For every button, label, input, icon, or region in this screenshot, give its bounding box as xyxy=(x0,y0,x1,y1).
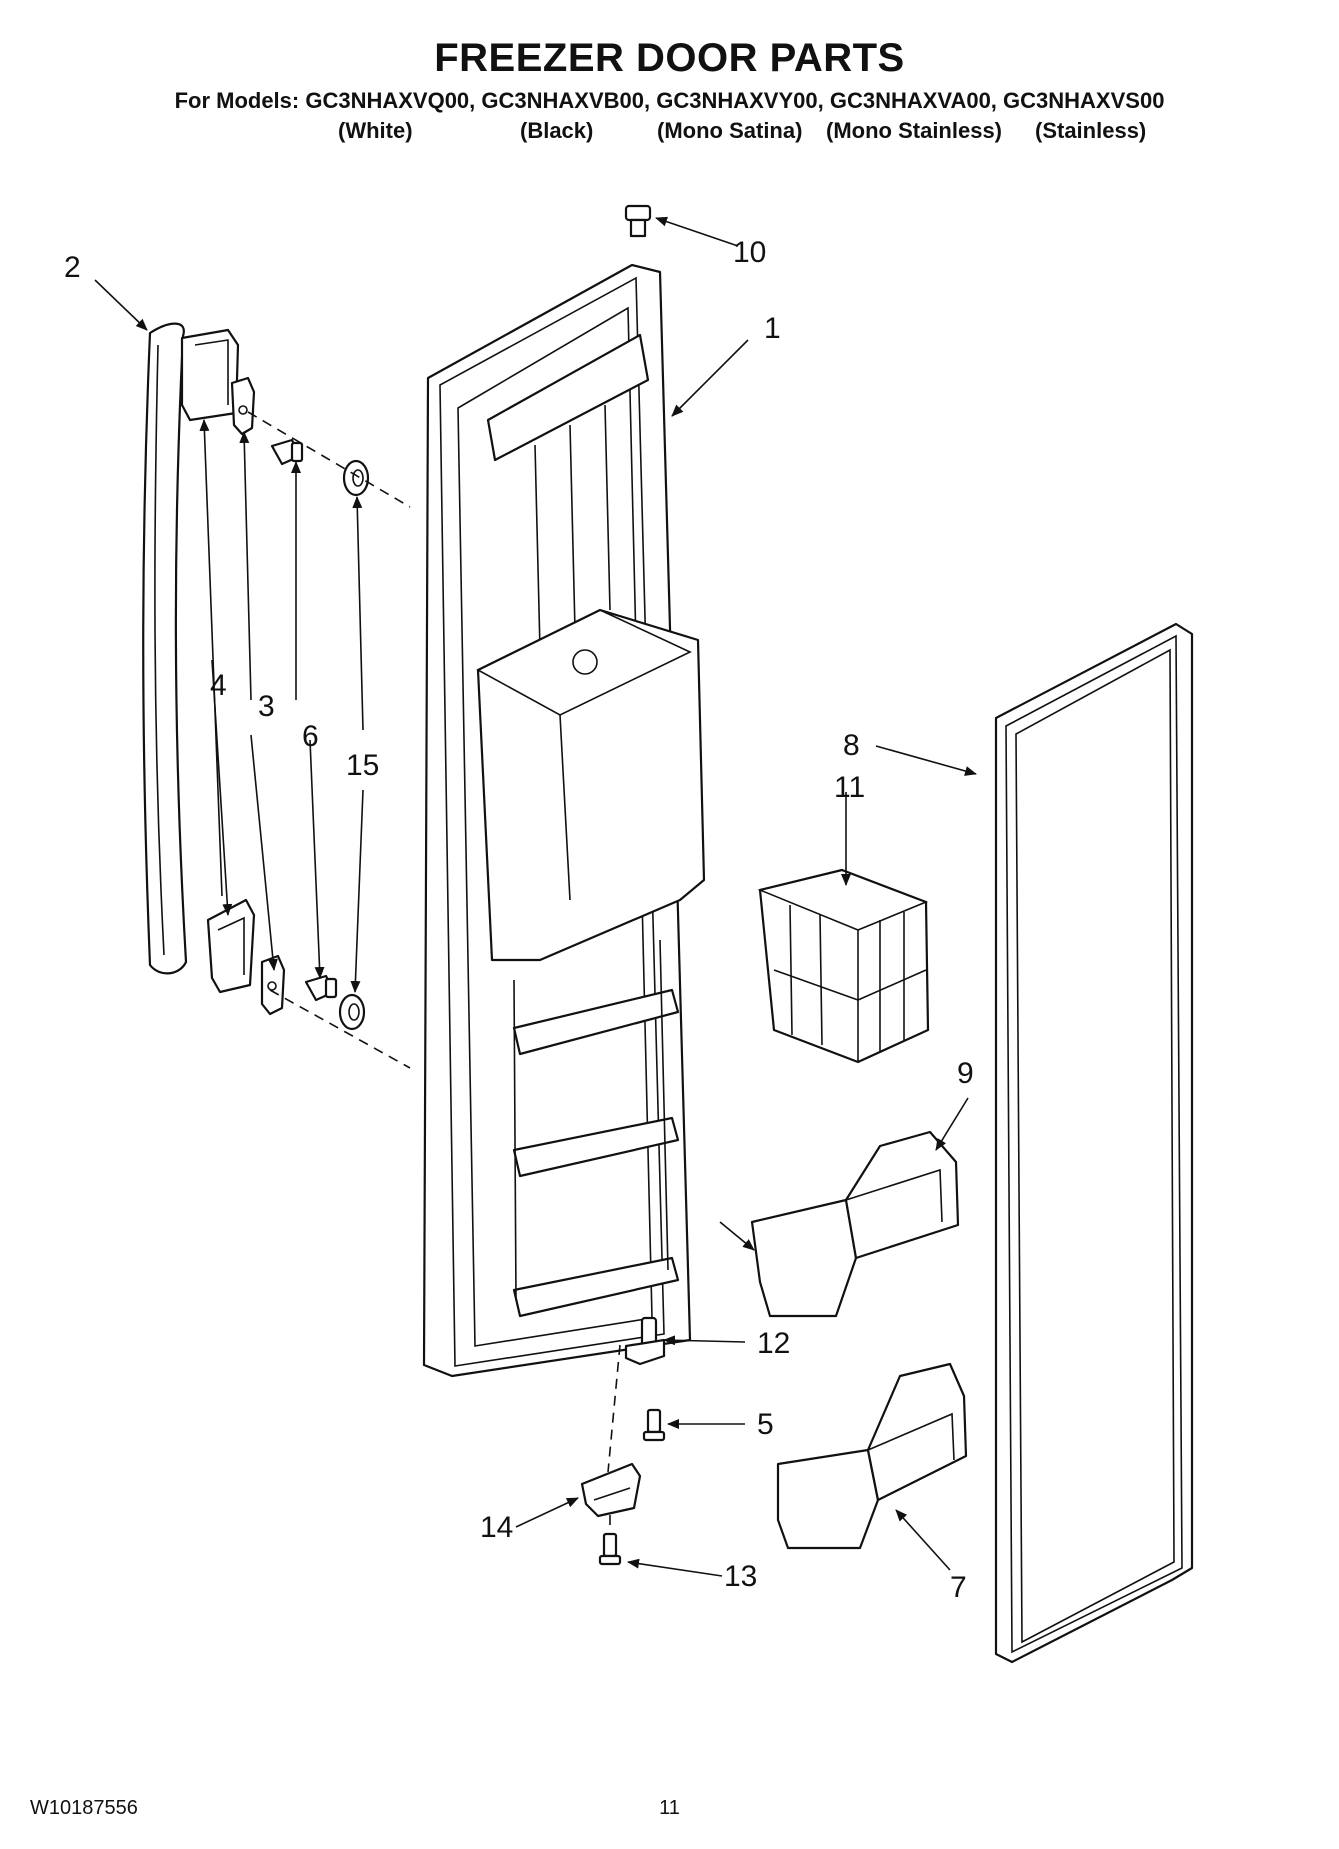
variant-mono-stainless: (Mono Stainless) xyxy=(826,118,1003,143)
callout-15: 15 xyxy=(346,749,379,782)
page-title: FREEZER DOOR PARTS xyxy=(434,36,905,80)
bottom-hinge-pin-part xyxy=(624,1316,666,1366)
door-shelf-bin-lower-part xyxy=(776,1362,968,1550)
variant-black: (Black) xyxy=(520,118,594,143)
leader-arrows xyxy=(94,216,977,1577)
hinge-bracket-part xyxy=(580,1462,642,1518)
handle-standoff-bottom-part xyxy=(338,993,366,1031)
page-number: 11 xyxy=(659,1797,680,1819)
model-list: For Models: GC3NHAXVQ00, GC3NHAXVB00, GC… xyxy=(174,88,1165,113)
handle-end-cap-bottom-part xyxy=(206,898,256,994)
callout-2: 2 xyxy=(64,251,81,284)
callout-13: 13 xyxy=(724,1560,757,1593)
handle-screw-top-part xyxy=(270,438,304,466)
handle-end-cap-top-part xyxy=(180,328,240,422)
handle-clip-bottom-part xyxy=(260,954,286,1016)
callout-9: 9 xyxy=(957,1057,974,1090)
callout-10: 10 xyxy=(733,236,766,269)
document-number: W10187556 xyxy=(30,1797,138,1819)
callout-12: 12 xyxy=(757,1327,790,1360)
wire-ice-basket-part xyxy=(757,868,930,1064)
variant-stainless: (Stainless) xyxy=(1035,118,1147,143)
handle-clip-top-part xyxy=(230,376,256,436)
handle-screw-bottom-part xyxy=(304,974,338,1002)
door-gasket-part xyxy=(994,622,1194,1664)
hinge-screw-part xyxy=(642,1408,666,1442)
variant-mono-satina: (Mono Satina) xyxy=(657,118,803,143)
door-handle-part xyxy=(142,322,188,975)
top-hinge-plug-part xyxy=(624,204,652,238)
freezer-door-liner-part xyxy=(422,263,706,1378)
door-shelf-bin-upper-part xyxy=(750,1130,960,1318)
handle-standoff-top-part xyxy=(342,459,370,497)
callout-5: 5 xyxy=(757,1408,774,1441)
callout-11: 11 xyxy=(834,771,865,804)
callout-7: 7 xyxy=(950,1571,967,1604)
callout-3: 3 xyxy=(258,690,275,723)
variant-white: (White) xyxy=(338,118,413,143)
callout-8: 8 xyxy=(843,729,860,762)
callout-1: 1 xyxy=(764,312,781,345)
callout-6: 6 xyxy=(302,720,319,753)
callout-14: 14 xyxy=(480,1511,513,1544)
bracket-screw-part xyxy=(598,1532,622,1566)
callout-4: 4 xyxy=(210,669,227,702)
